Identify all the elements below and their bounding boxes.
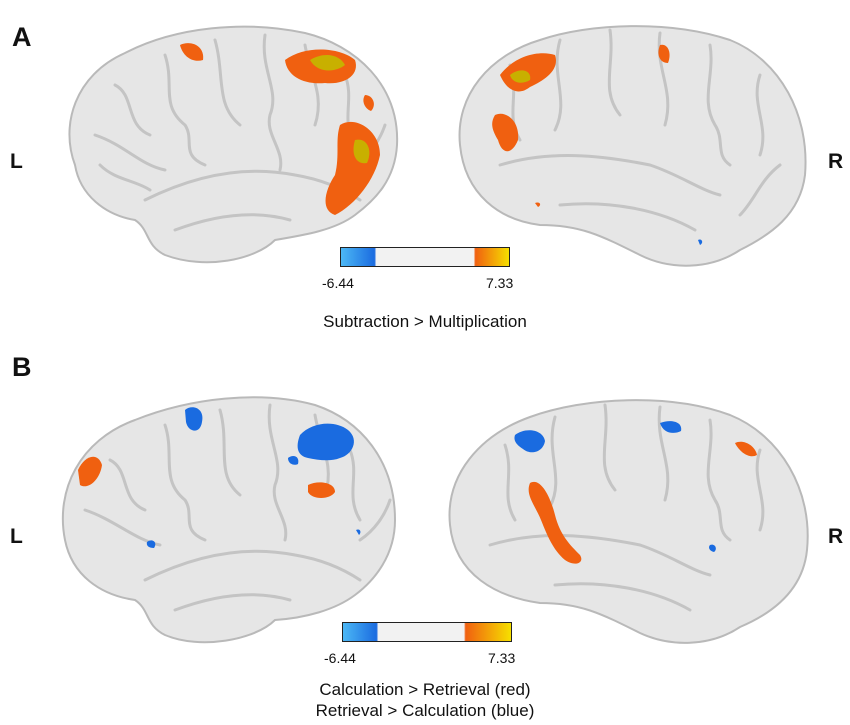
panel-a-letter: A: [12, 22, 32, 52]
panel-a-colorbar-min-label: -6.44: [322, 275, 354, 291]
panel-b-left-hemisphere-label: L: [10, 525, 23, 548]
panel-b-caption-line-1: Calculation > Retrieval (red): [319, 680, 531, 699]
panel-a-right-hemisphere-label: R: [828, 150, 844, 173]
panel-a-caption: Subtraction > Multiplication: [323, 312, 527, 331]
panel-b-right-hemisphere: [448, 399, 809, 644]
panel-a-right-hemisphere: [458, 25, 807, 267]
panel-b-right-hemisphere-label: R: [828, 525, 844, 548]
panel-a-left-hemisphere-label: L: [10, 150, 23, 173]
panel-b-caption-line-2: Retrieval > Calculation (blue): [315, 701, 535, 720]
panel-b-colorbar-min-label: -6.44: [324, 650, 356, 666]
panel-a-left-hemisphere: [68, 25, 399, 264]
panel-b-colorbar: [342, 622, 512, 642]
panel-b-left-hemisphere: [61, 396, 397, 644]
panel-a-colorbar-max-label: 7.33: [486, 275, 514, 291]
panel-b-letter: B: [12, 352, 32, 382]
panel-b-colorbar-max-label: 7.33: [488, 650, 516, 666]
panel-a-colorbar: [340, 247, 510, 267]
